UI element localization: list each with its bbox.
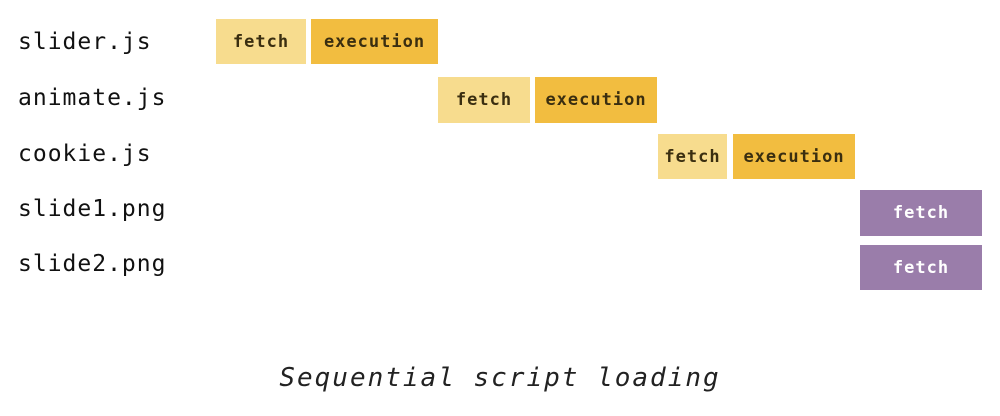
- row-label-cookie-js: cookie.js: [18, 141, 152, 167]
- row-label-slider-js: slider.js: [18, 29, 152, 55]
- animate-js-fetch-bar: fetch: [438, 77, 530, 123]
- slide2-png-fetch-bar: fetch: [860, 245, 982, 290]
- row-label-slide1-png: slide1.png: [18, 196, 167, 222]
- slide1-png-fetch-bar: fetch: [860, 190, 982, 236]
- row-label-slide2-png: slide2.png: [18, 251, 167, 277]
- cookie-js-execution-bar: execution: [733, 134, 855, 179]
- cookie-js-fetch-bar: fetch: [658, 134, 727, 179]
- slider-js-execution-bar: execution: [311, 19, 438, 64]
- slider-js-fetch-bar: fetch: [216, 19, 306, 64]
- animate-js-execution-bar: execution: [535, 77, 657, 123]
- row-label-animate-js: animate.js: [18, 85, 167, 111]
- diagram-caption: Sequential script loading: [279, 363, 721, 393]
